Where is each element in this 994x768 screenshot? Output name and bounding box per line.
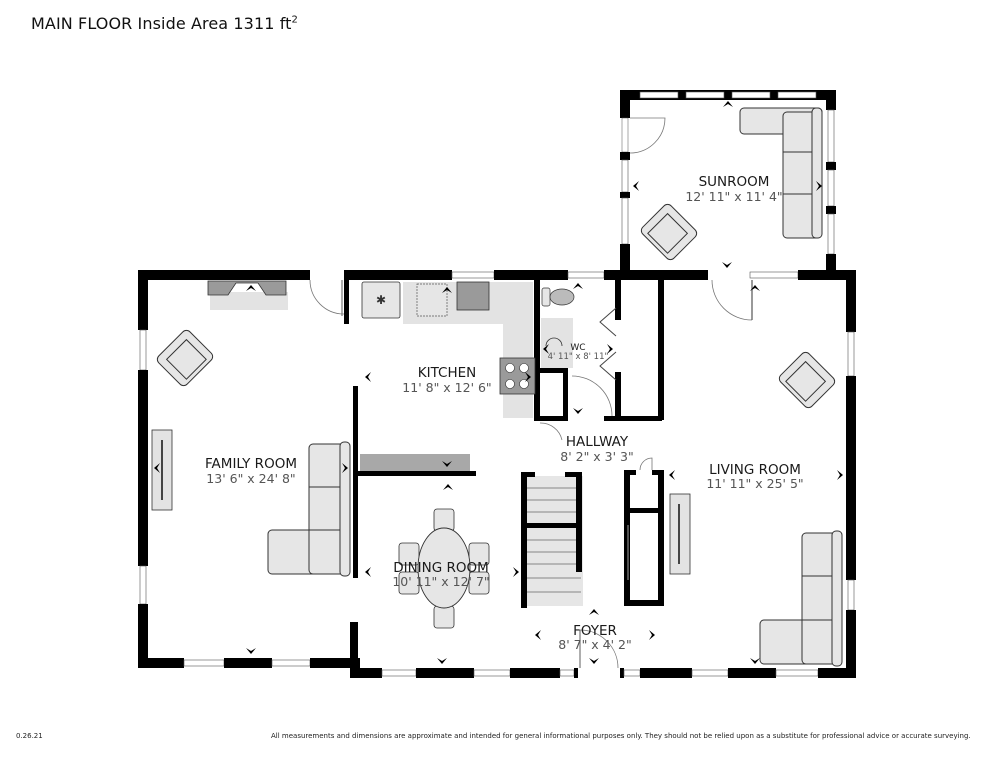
toilet: [541, 287, 575, 307]
living-room-dimensions: 11' 11" x 25' 5": [706, 476, 803, 491]
sunroom-dimensions: 12' 11" x 11' 4": [685, 189, 782, 204]
kitchen-label: KITCHEN: [418, 365, 477, 381]
kitchen-dimensions: 11' 8" x 12' 6": [402, 380, 491, 395]
sunroom-label: SUNROOM: [699, 174, 770, 190]
floor-title-text: MAIN FLOOR Inside Area 1311 ft: [31, 14, 292, 33]
hallway: HALLWAY 8' 2" x 3' 3": [443, 434, 634, 490]
dining-room: DINING ROOM 10' 11" x 12' 7": [365, 508, 519, 664]
staircase: [521, 472, 583, 608]
armchair-family-room: [156, 329, 214, 387]
hallway-label: HALLWAY: [566, 434, 629, 450]
refrigerator: [361, 281, 401, 319]
disclaimer-text: All measurements and dimensions are appr…: [271, 732, 971, 740]
tv-console-family-room: [151, 429, 173, 511]
armchair-living-room: [778, 351, 836, 409]
wc-label: WC: [570, 343, 585, 353]
sectional-sofa-sunroom: [739, 107, 823, 239]
living-room: LIVING ROOM 11' 11" x 25' 5": [669, 285, 843, 667]
sectional-sofa-living-room: [759, 530, 843, 667]
wc: WC 4' 11" x 8' 11": [541, 283, 613, 414]
living-room-label: LIVING ROOM: [709, 462, 801, 478]
stove: [499, 357, 536, 395]
kitchen: ✱ KITCHEN 11' 8" x 12' 6": [361, 281, 536, 467]
family-room-label: FAMILY ROOM: [205, 456, 297, 472]
interior-walls: [309, 270, 753, 608]
tv-console-living-room: [669, 493, 691, 575]
floor-title: MAIN FLOOR Inside Area 1311 ft2: [31, 14, 298, 33]
dining-table: [398, 508, 490, 629]
sectional-sofa-family-room: [267, 441, 351, 577]
sink: [456, 281, 490, 311]
foyer-label: FOYER: [573, 623, 617, 639]
area-unit-superscript: 2: [291, 14, 298, 26]
dining-room-label: DINING ROOM: [393, 560, 489, 576]
armchair-sunroom: [640, 203, 698, 261]
family-room: FAMILY ROOM 13' 6" x 24' 8": [151, 280, 351, 654]
version-label: 0.26.21: [16, 732, 43, 740]
foyer: FOYER 8' 7" x 4' 2": [535, 609, 655, 664]
sunroom: SUNROOM 12' 11" x 11' 4": [620, 90, 836, 276]
foyer-dimensions: 8' 7" x 4' 2": [558, 637, 631, 652]
hallway-dimensions: 8' 2" x 3' 3": [560, 449, 633, 464]
wc-dimensions: 4' 11" x 8' 11": [548, 352, 609, 362]
family-room-dimensions: 13' 6" x 24' 8": [206, 471, 295, 486]
dining-room-dimensions: 10' 11" x 12' 7": [392, 574, 489, 589]
snowflake-icon: ✱: [376, 293, 386, 307]
